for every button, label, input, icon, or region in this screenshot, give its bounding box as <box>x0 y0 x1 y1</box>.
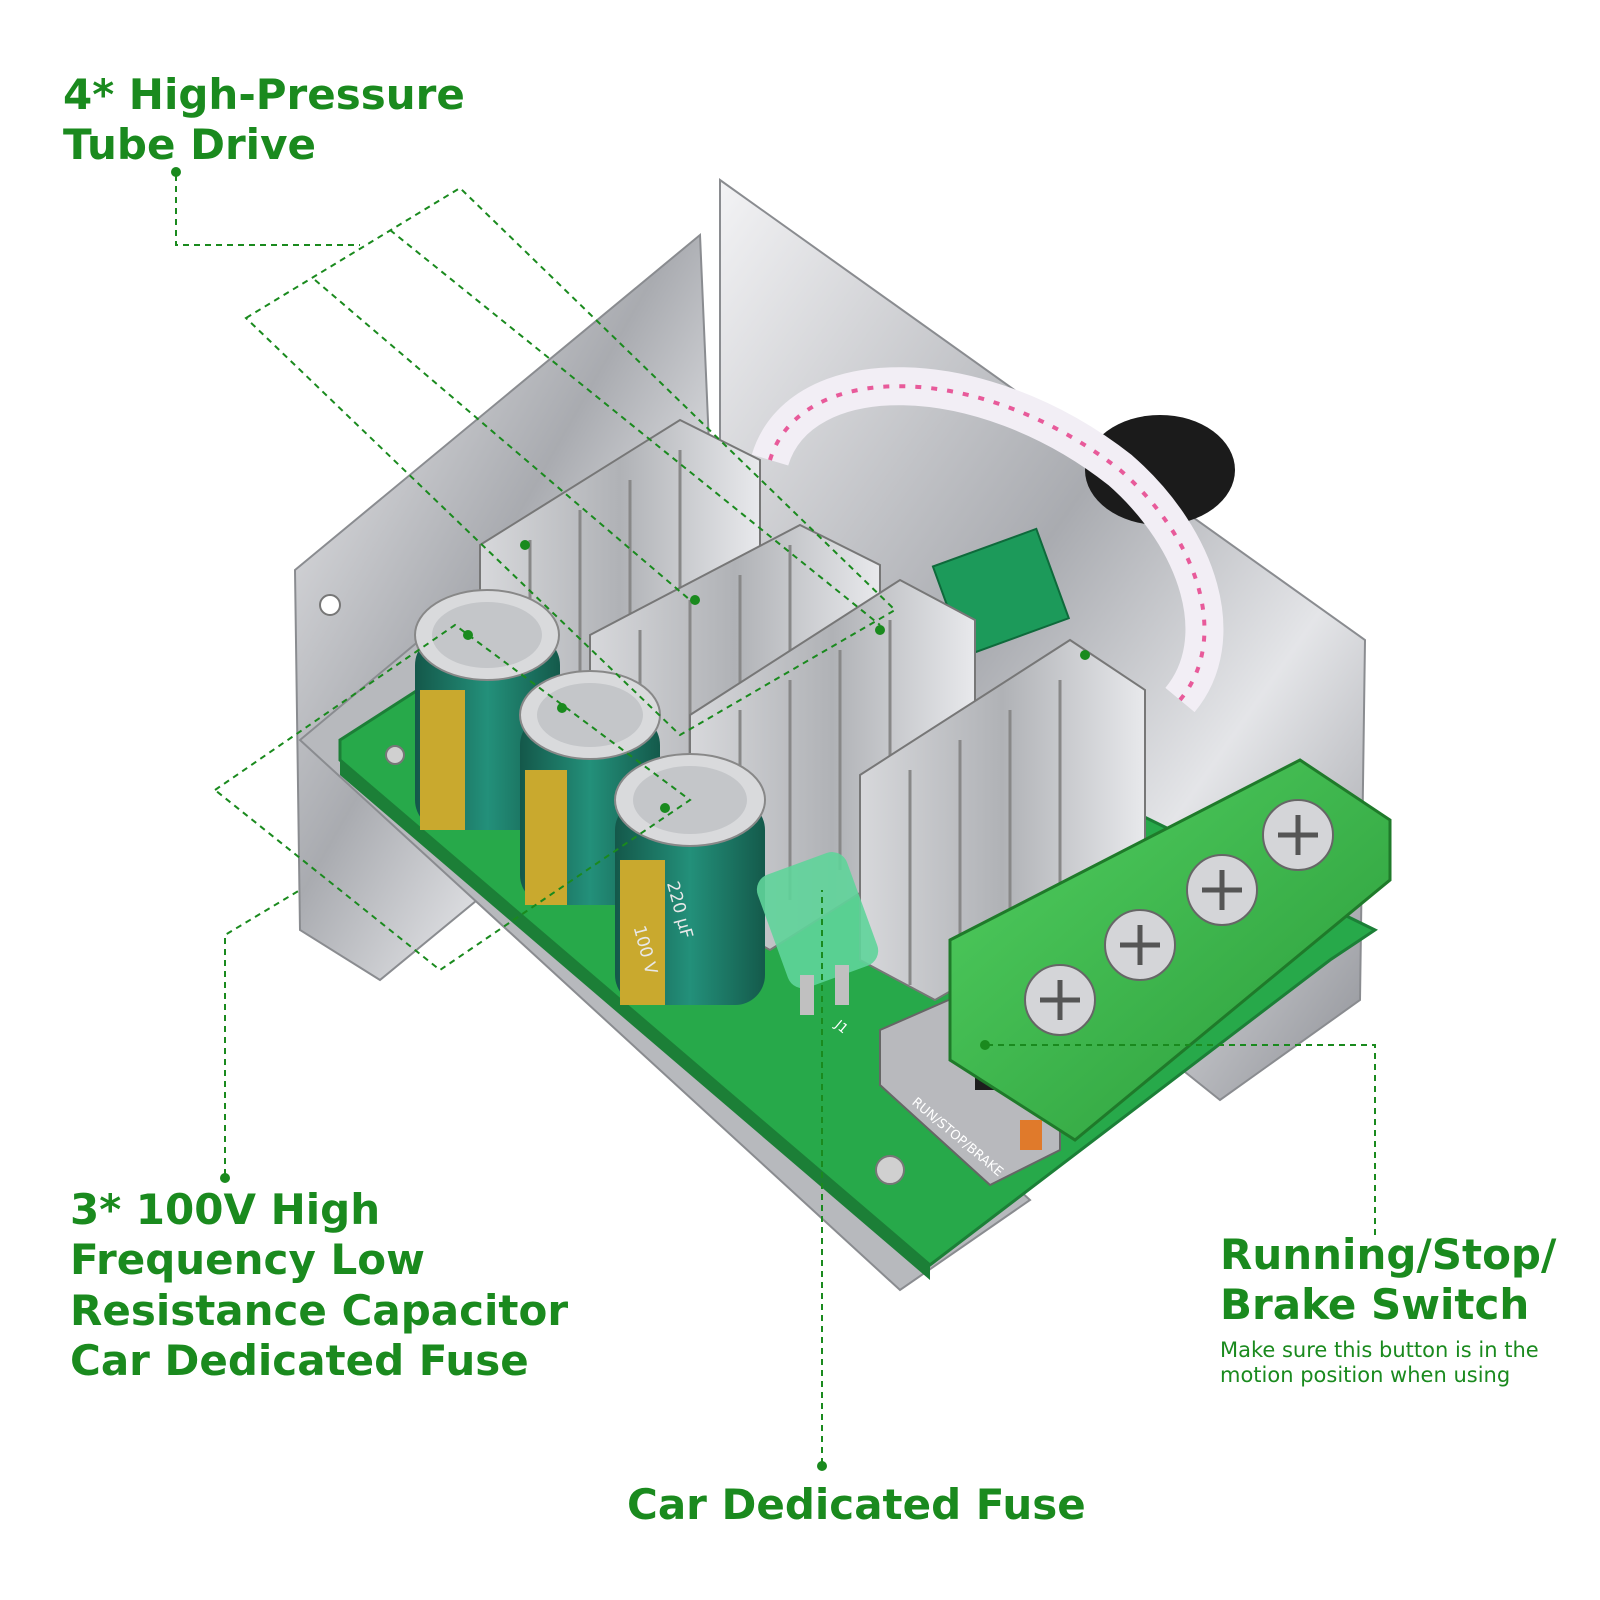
capacitor-label: 3* 100V High Frequency Low Resistance Ca… <box>70 1185 568 1387</box>
dotted-callout-line <box>213 623 692 1175</box>
switch-label: Running/Stop/ Brake Switch <box>1220 1230 1556 1331</box>
callout-dots <box>171 167 1090 1471</box>
terminal-block <box>948 758 1392 1142</box>
tube-drive-label: 4* High-Pressure Tube Drive <box>63 70 465 171</box>
capacitor-line3: Resistance Capacitor <box>70 1285 569 1335</box>
fuse <box>756 852 879 1015</box>
dotted-callout-line <box>985 1044 1376 1235</box>
potentiometer <box>751 367 1235 713</box>
switch-line1: Running/Stop/ <box>1220 1230 1557 1279</box>
switch-note-line2: motion position when using <box>1220 1363 1511 1388</box>
capacitor-line2: Frequency Low <box>70 1235 425 1285</box>
capacitor-line1: 3* 100V High <box>70 1185 381 1234</box>
switch-line2: Brake Switch <box>1220 1280 1530 1330</box>
switch-note: Make sure this button is in the motion p… <box>1220 1338 1539 1388</box>
capacitor-line4: Car Dedicated Fuse <box>70 1336 529 1386</box>
fuse-line1: Car Dedicated Fuse <box>627 1480 1086 1529</box>
tube-drive-line1: 4* High-Pressure <box>63 70 465 119</box>
switch-note-line1: Make sure this button is in the <box>1220 1338 1539 1362</box>
tube-drive-line2: Tube Drive <box>63 120 316 170</box>
dotted-callout-line <box>175 175 897 737</box>
callout-lines <box>175 175 1376 1464</box>
fuse-label: Car Dedicated Fuse <box>627 1480 1086 1530</box>
capacitor-3 <box>614 753 766 1005</box>
